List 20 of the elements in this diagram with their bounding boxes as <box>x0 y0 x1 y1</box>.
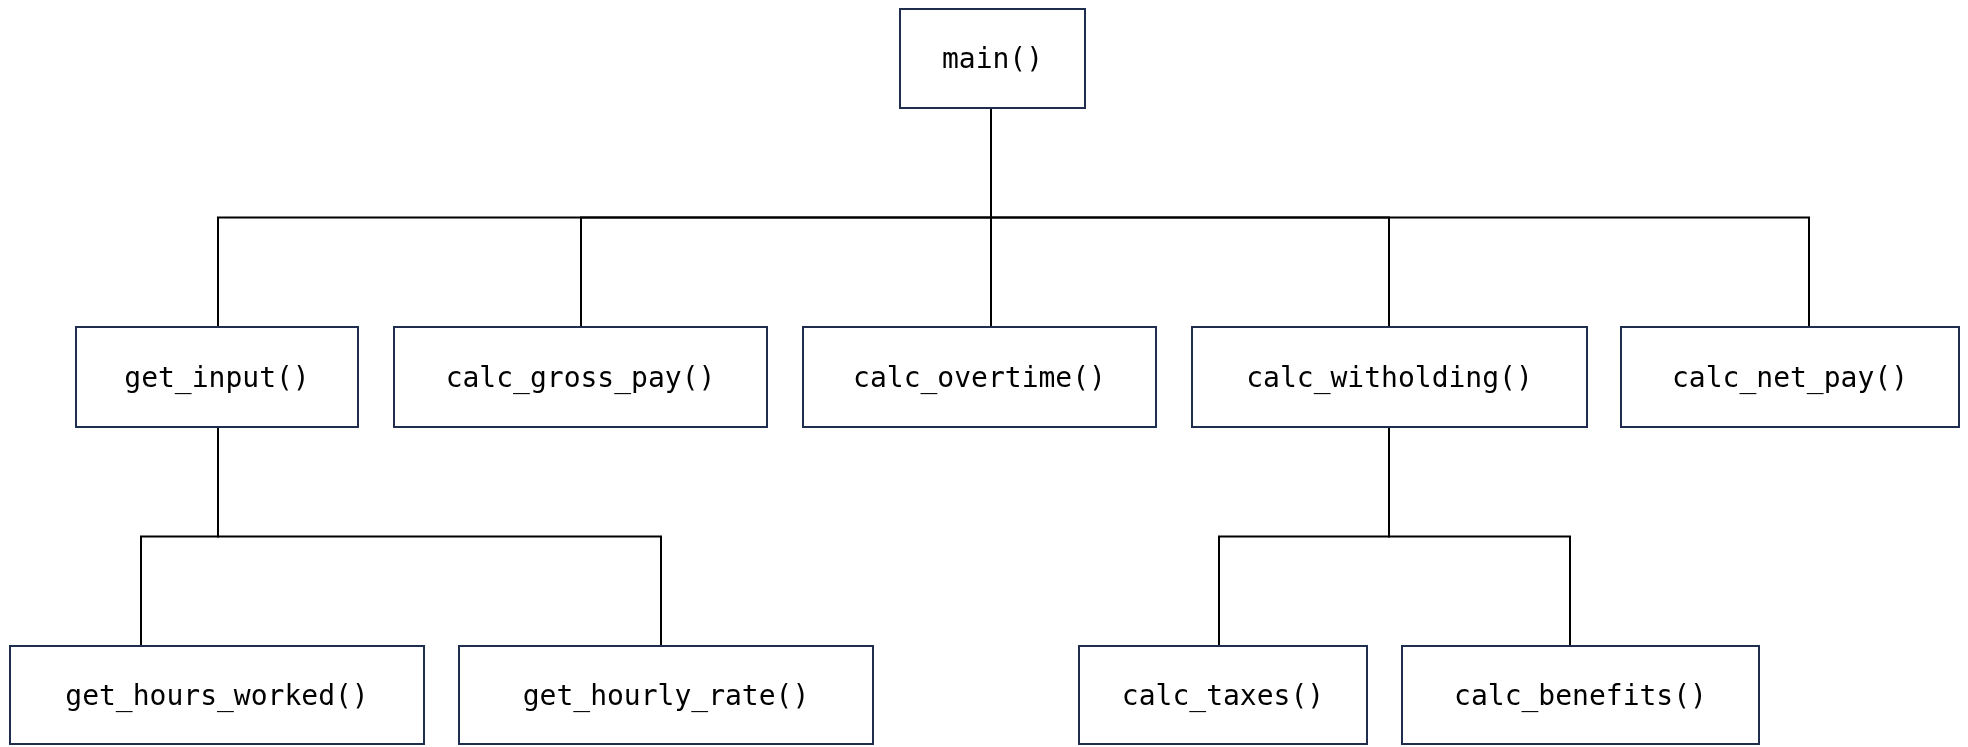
function-box <box>1191 326 1588 428</box>
function-name: get_hours_worked() <box>65 678 369 712</box>
function-box <box>458 645 874 745</box>
function-box <box>9 645 425 745</box>
function-name: get_input() <box>124 360 310 394</box>
function-box <box>1078 645 1368 745</box>
function-box <box>393 326 768 428</box>
function-name: calc_taxes() <box>1121 678 1325 712</box>
function-box <box>899 8 1086 109</box>
function-box <box>1620 326 1960 428</box>
function-name: main() <box>941 42 1044 75</box>
function-name: calc_benefits() <box>1454 678 1707 712</box>
function-box <box>1401 645 1760 745</box>
function-name: calc_gross_pay() <box>445 360 716 394</box>
function-box <box>75 326 359 428</box>
function-box <box>802 326 1157 428</box>
function-name: calc_net_pay() <box>1672 360 1908 394</box>
function-name: get_hourly_rate() <box>522 678 810 712</box>
function-name: calc_witholding() <box>1246 360 1533 394</box>
function-name: calc_overtime() <box>853 360 1106 394</box>
